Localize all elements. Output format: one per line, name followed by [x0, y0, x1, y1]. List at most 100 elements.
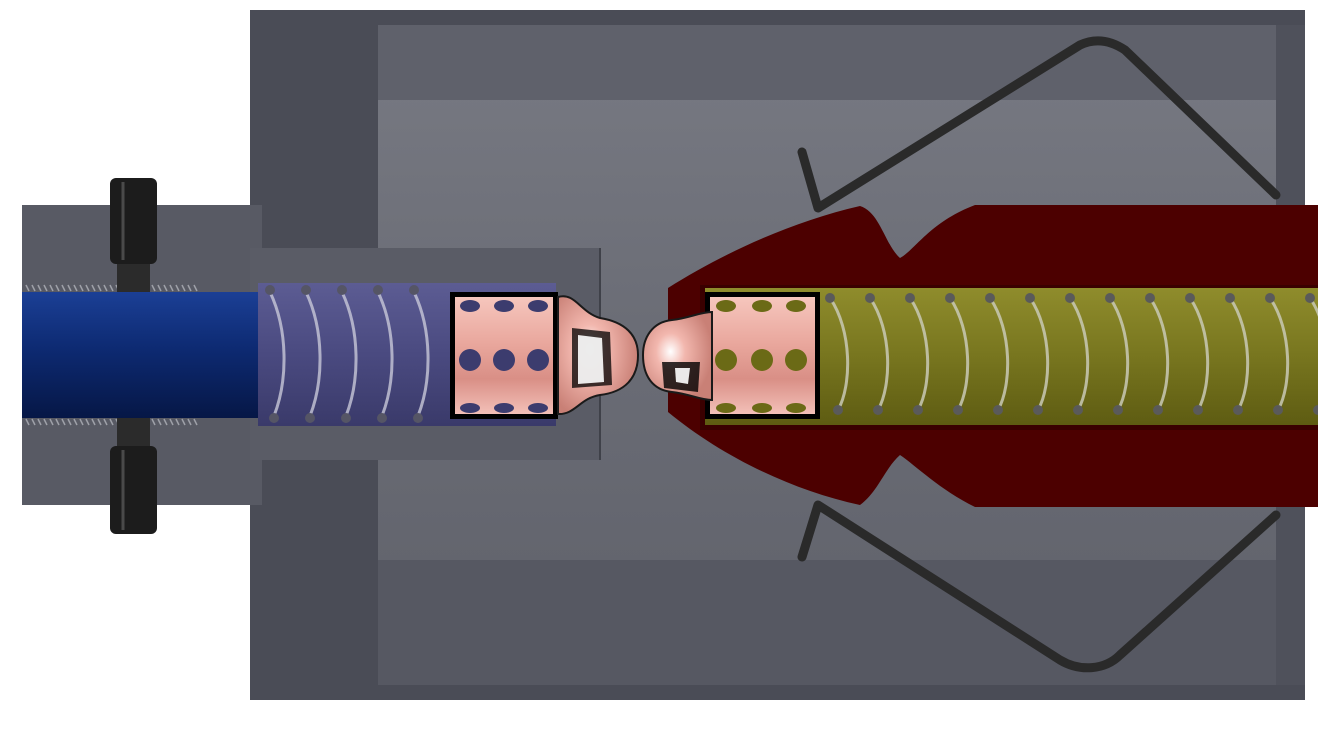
spring-coil: [948, 297, 970, 411]
spring-coil: [1108, 297, 1130, 411]
spring-coil-end: [985, 293, 995, 303]
contact-hole: [527, 349, 549, 371]
spring-coil-end: [1265, 293, 1275, 303]
olive-spring-coils: [825, 293, 1318, 415]
thread-mark: [103, 284, 108, 292]
spring-coil-end: [337, 285, 347, 295]
contact-hole: [494, 403, 514, 413]
spring-coil: [908, 297, 930, 411]
thread-mark: [151, 284, 156, 292]
spring-coil: [1028, 297, 1050, 411]
thread-mark: [109, 284, 114, 292]
spring-coil: [304, 291, 322, 417]
thread-mark: [181, 418, 186, 426]
thread-mark: [67, 418, 72, 426]
thread-mark: [97, 418, 102, 426]
contact-hole: [493, 349, 515, 371]
spring-coil-end: [865, 293, 875, 303]
spring-coil-end: [1073, 405, 1083, 415]
right-contact-nose-glint: [675, 368, 690, 384]
thread-mark: [169, 284, 174, 292]
spring-coil-end: [945, 293, 955, 303]
thread-mark: [85, 418, 90, 426]
thread-mark: [25, 284, 30, 292]
thread-mark: [163, 418, 168, 426]
housing-cavity-top-band: [378, 25, 1276, 100]
contact-hole: [786, 300, 806, 312]
contact-hole: [528, 403, 548, 413]
spring-coil-end: [1065, 293, 1075, 303]
bolt-head-top: [110, 178, 157, 264]
spring-coil-end: [341, 413, 351, 423]
thread-mark: [103, 418, 108, 426]
contact-hole: [716, 403, 736, 413]
blue-rod: [22, 292, 258, 418]
thread-mark: [175, 418, 180, 426]
spring-coil-end: [1185, 293, 1195, 303]
spring-coil-end: [413, 413, 423, 423]
thread-mark: [187, 284, 192, 292]
thread-mark: [157, 418, 162, 426]
thread-mark: [67, 284, 72, 292]
spring-coil: [988, 297, 1010, 411]
thread-mark: [109, 418, 114, 426]
spring-coil-end: [1113, 405, 1123, 415]
spring-coil-end: [905, 293, 915, 303]
thread-mark: [73, 418, 78, 426]
thread-mark: [169, 418, 174, 426]
thread-mark: [43, 418, 48, 426]
thread-mark: [43, 284, 48, 292]
bolt: [110, 178, 157, 534]
spring-coil-end: [305, 413, 315, 423]
thread-mark: [37, 284, 42, 292]
thread-mark: [31, 418, 36, 426]
thread-mark: [79, 284, 84, 292]
thread-mark: [163, 284, 168, 292]
spring-coil-end: [833, 405, 843, 415]
clip-wire-bottom: [797, 500, 1281, 673]
contact-hole: [494, 300, 514, 312]
thread-mark: [79, 418, 84, 426]
thread-mark: [91, 418, 96, 426]
spring-coil-end: [1305, 293, 1315, 303]
blue-spring-coils: [265, 285, 430, 423]
clip-wire-top: [797, 36, 1281, 213]
thread-mark: [187, 418, 192, 426]
thread-mark: [25, 418, 30, 426]
spring-coil-end: [913, 405, 923, 415]
spring-coil-end: [1313, 405, 1318, 415]
thread-mark: [31, 284, 36, 292]
spring-coil-end: [1233, 405, 1243, 415]
contact-hole: [785, 349, 807, 371]
spring-coil-end: [269, 413, 279, 423]
thread-mark: [157, 284, 162, 292]
thread-mark: [37, 418, 42, 426]
thread-mark: [97, 284, 102, 292]
bolt-head-bottom: [110, 446, 157, 534]
right-contact-holes: [715, 300, 807, 413]
thread-mark: [193, 284, 198, 292]
thread-mark: [91, 284, 96, 292]
thread-mark: [73, 284, 78, 292]
thread-mark: [55, 418, 60, 426]
spring-coil: [376, 291, 394, 417]
thread-mark: [181, 284, 186, 292]
spring-coil: [1268, 297, 1290, 411]
contact-hole: [460, 403, 480, 413]
spring-coil-end: [1153, 405, 1163, 415]
thread-mark: [49, 284, 54, 292]
left-contact-nose-glint: [578, 335, 604, 384]
contact-hole: [786, 403, 806, 413]
thread-mark: [175, 284, 180, 292]
spring-coil: [412, 291, 430, 417]
contact-hole: [752, 403, 772, 413]
contact-hole: [459, 349, 481, 371]
spring-coil-end: [377, 413, 387, 423]
spring-coil-end: [373, 285, 383, 295]
housing-cavity-bottom-band: [378, 560, 1276, 685]
contact-hole: [528, 300, 548, 312]
spring-coil: [1228, 297, 1250, 411]
spring-coil-end: [873, 405, 883, 415]
